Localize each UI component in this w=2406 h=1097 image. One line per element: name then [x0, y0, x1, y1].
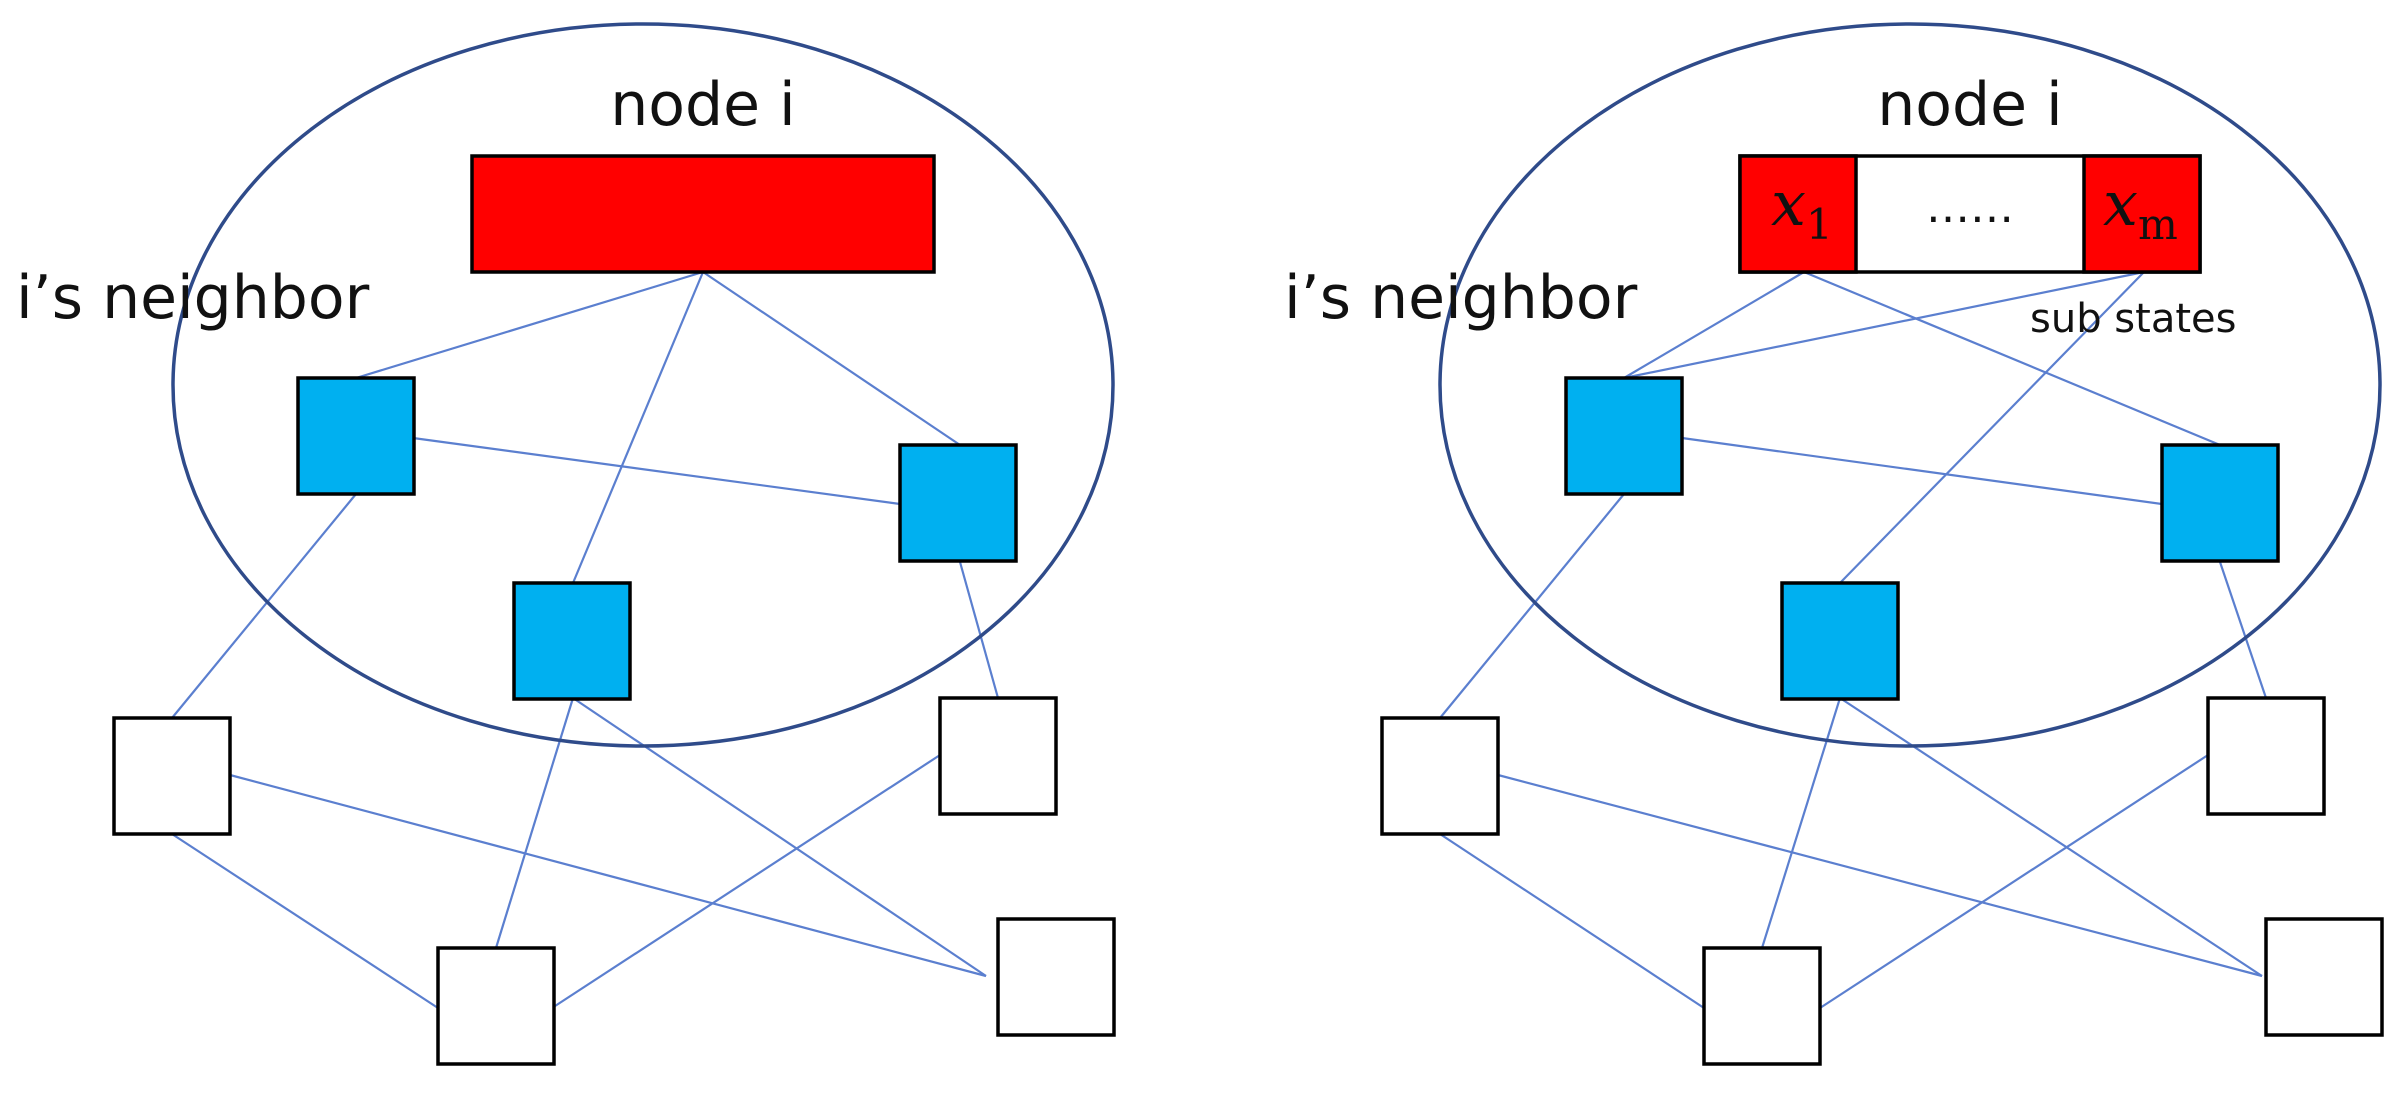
- other-node: [996, 917, 1116, 1037]
- other-node: [436, 946, 556, 1066]
- neighbor-label: i’s neighbor: [16, 263, 370, 333]
- neighborhood-ellipse: [1438, 22, 2382, 748]
- edge: [571, 271, 705, 584]
- edge: [171, 493, 357, 719]
- left-panel: node i i’s neighbor: [16, 22, 1116, 1066]
- edge: [1819, 754, 2209, 1009]
- edge: [1623, 270, 2145, 380]
- other-node: [2206, 696, 2326, 816]
- edge: [229, 773, 987, 978]
- edge: [2218, 561, 2268, 699]
- sub-state-x1: [1738, 154, 1858, 274]
- edge: [1439, 833, 1705, 1009]
- sub-state-ellipsis: ……: [1926, 182, 2014, 233]
- sub-states-label: sub states: [2030, 296, 2236, 342]
- edge: [412, 436, 901, 506]
- other-node: [112, 716, 232, 836]
- neighbor-node: [2160, 443, 2280, 563]
- other-node: [938, 696, 1058, 816]
- edge: [1623, 271, 1805, 379]
- edge: [1681, 436, 2163, 506]
- edge: [1439, 493, 1625, 719]
- edge: [171, 833, 439, 1009]
- neighbor-node: [512, 581, 632, 701]
- neighbor-label: i’s neighbor: [1284, 263, 1638, 333]
- neighbor-node: [898, 443, 1018, 563]
- node-i-label: node i: [610, 70, 795, 140]
- edge: [702, 271, 961, 446]
- other-node: [1380, 716, 1500, 836]
- node-i-state-bar: [470, 154, 936, 274]
- edge: [551, 754, 941, 1009]
- sub-state-x1-label: x1: [1771, 167, 1833, 249]
- sub-state-xm: [2082, 154, 2202, 274]
- edge: [1497, 773, 2263, 978]
- other-node: [2264, 917, 2384, 1037]
- edge: [355, 270, 704, 380]
- edge: [958, 561, 1000, 699]
- edge: [1839, 697, 2263, 977]
- edge: [572, 697, 987, 977]
- neighborhood-ellipse: [171, 22, 1115, 748]
- edge: [1839, 271, 2145, 584]
- left-edges: [171, 270, 1000, 1009]
- right-panel: x1 …… xm node i i’s neighbor sub states: [1284, 22, 2384, 1066]
- right-edges: [1439, 270, 2268, 1009]
- neighbor-node: [1564, 376, 1684, 496]
- node-i-label: node i: [1877, 70, 2062, 140]
- other-node: [1702, 946, 1822, 1066]
- neighbor-node: [296, 376, 416, 496]
- edge: [1803, 270, 2221, 447]
- sub-state-xm-label: xm: [2103, 167, 2178, 249]
- neighbor-node: [1780, 581, 1900, 701]
